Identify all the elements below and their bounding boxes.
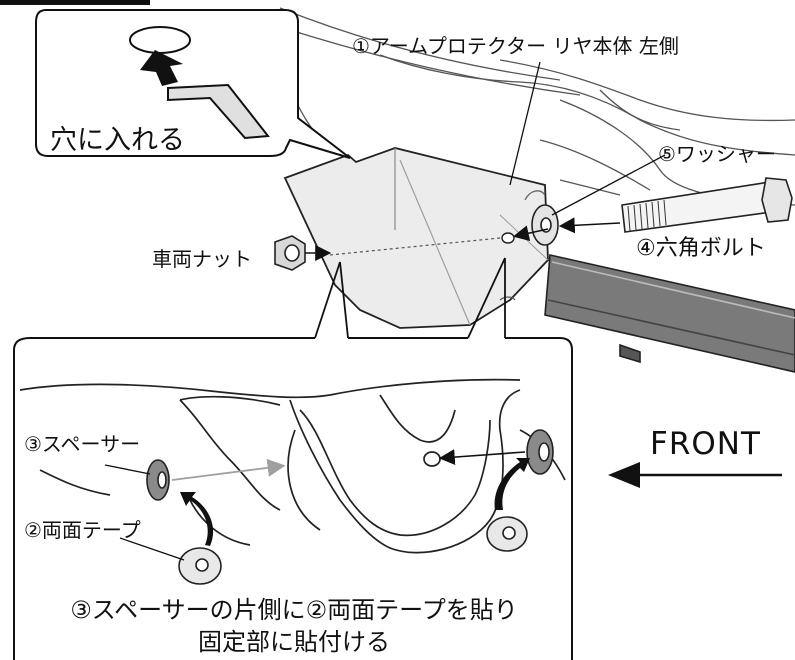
zoom-connector [314, 257, 506, 339]
hole-shape [129, 26, 191, 54]
label-leaders [509, 61, 666, 216]
callout-bubble [35, 9, 351, 159]
vehicle-nut [274, 235, 332, 271]
tab-shape [167, 83, 270, 140]
detail-mount-bracket [19, 378, 566, 554]
washer-part [531, 204, 559, 246]
apply-arrow-icon [494, 458, 530, 510]
hex-bolt-label: ④六角ボルト [636, 236, 766, 261]
detail-spacer-left [104, 458, 286, 585]
instruction-line-1: ③スペーサーの片側に②両面テープを貼り [70, 596, 518, 624]
detail-spacer-right [438, 429, 554, 552]
front-direction-arrow [608, 462, 782, 488]
vehicle-nut-label: 車両ナット [152, 247, 252, 271]
instruction-line-2: 固定部に貼付ける [198, 628, 390, 656]
arm-protector-label: ①アームプロテクター リヤ本体 左側 [352, 34, 679, 58]
frame-beam [544, 254, 795, 373]
front-label: FRONT [650, 426, 761, 462]
corner-tab [0, 0, 150, 5]
hex-bolt-part [512, 177, 793, 242]
vehicle-body-sketch [279, 7, 795, 206]
detail-inset-frame [13, 337, 573, 660]
apply-arrow-icon [180, 492, 214, 546]
insert-arrow-icon [140, 50, 183, 86]
spacer-label: ③スペーサー [24, 432, 141, 456]
arm-protector-plate [283, 147, 549, 329]
insertion-guide-line [329, 237, 501, 256]
washer-label: ⑤ワッシャー [658, 142, 776, 166]
callout-text: 穴に入れる [50, 125, 185, 156]
tape-label: ②両面テープ [24, 518, 141, 542]
